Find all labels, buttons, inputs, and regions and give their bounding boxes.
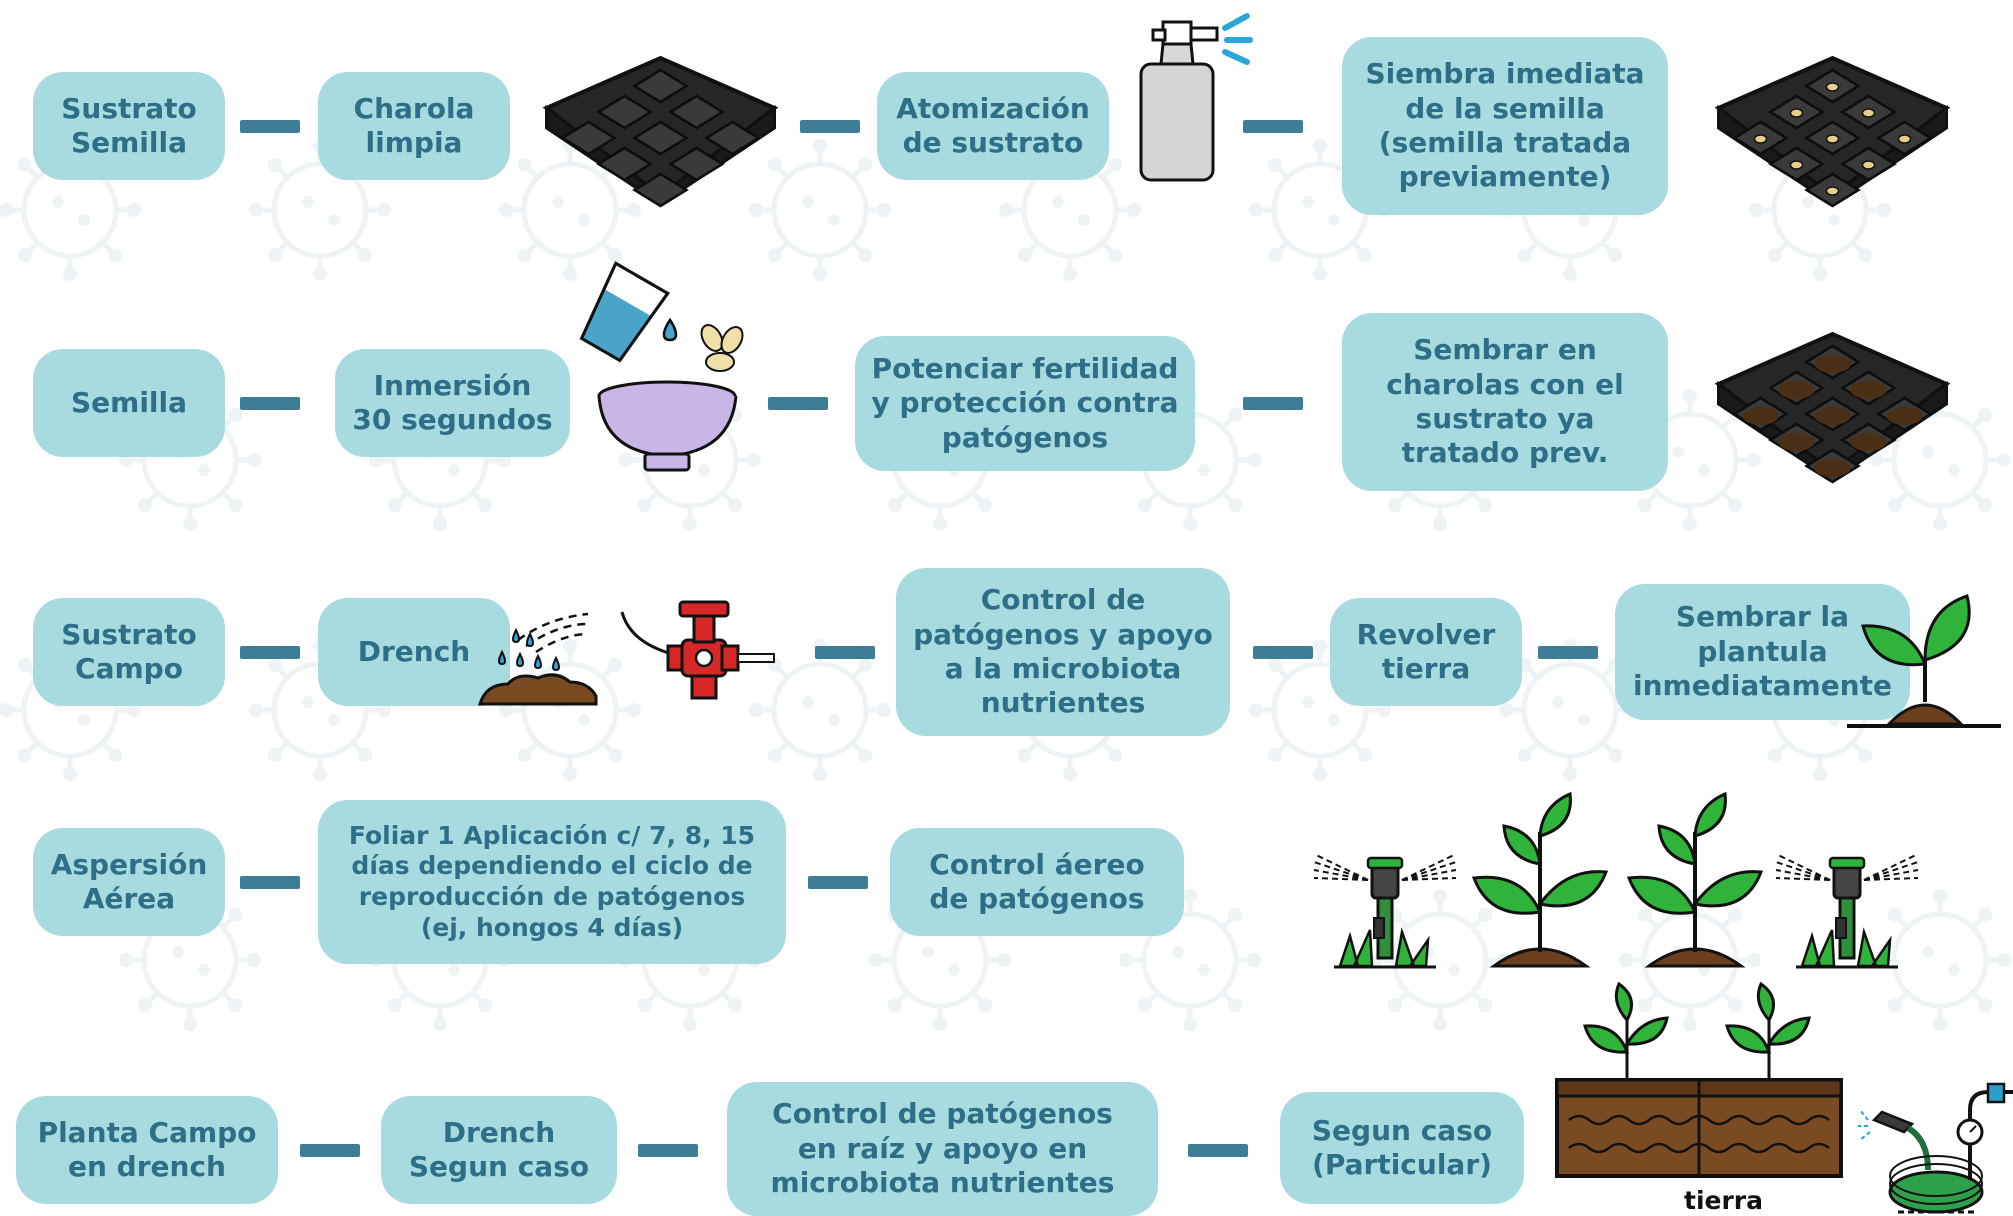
connector (1188, 1144, 1248, 1157)
step-segun-caso-particular: Segun caso (Particular) (1280, 1092, 1524, 1204)
connector (808, 876, 868, 889)
water-valve-icon (620, 600, 775, 700)
step-sustrato-campo: Sustrato Campo (33, 598, 225, 706)
step-foliar-aplicacion: Foliar 1 Aplicación c/ 7, 8, 15 días dep… (318, 800, 786, 964)
seedling-tray-icon (542, 55, 779, 208)
soil-tray-icon (1714, 331, 1951, 484)
step-aspersion-aerea: Aspersión Aérea (33, 828, 225, 936)
connector (240, 120, 300, 133)
step-siembra-imediata: Siembra imediata de la semilla (semilla … (1342, 37, 1668, 215)
step-revolver-tierra: Revolver tierra (1330, 598, 1522, 706)
water-glass-icon (579, 261, 678, 363)
seeded-tray-icon (1714, 55, 1951, 208)
step-control-raiz: Control de patógenos en raíz y apoyo en … (727, 1082, 1158, 1216)
connector (300, 1144, 360, 1157)
connector (240, 876, 300, 889)
step-sembrar-plantula: Sembrar la plantula inmediatamente (1615, 584, 1910, 720)
sprinkler-icon (1313, 853, 1457, 969)
step-semilla: Semilla (33, 349, 225, 457)
spray-bottle-icon (1139, 13, 1253, 182)
step-drench-segun-caso: Drench Segun caso (381, 1096, 617, 1204)
watering-soil-icon (477, 612, 598, 706)
seeds-icon (700, 324, 744, 372)
plant-icon (1471, 791, 1609, 968)
connector (800, 120, 860, 133)
connector (1538, 646, 1598, 659)
connector (638, 1144, 698, 1157)
step-planta-campo-drench: Planta Campo en drench (16, 1096, 278, 1204)
step-potenciar-fertilidad: Potenciar fertilidad y protección contra… (855, 336, 1195, 471)
plant-icon (1626, 791, 1764, 968)
sprinkler-icon (1775, 853, 1919, 969)
connector (1243, 120, 1303, 133)
connector (768, 397, 828, 410)
step-charola-limpia: Charola limpia (318, 72, 510, 180)
connector (1253, 646, 1313, 659)
connector (240, 646, 300, 659)
soil-caption: tierra (1684, 1186, 1764, 1215)
step-control-patogenos-microbiota: Control de patógenos y apoyo a la microb… (896, 568, 1230, 736)
soil-bed-icon (1555, 981, 1843, 1178)
step-inmersion: Inmersión 30 segundos (335, 349, 570, 457)
step-atomizacion: Atomización de sustrato (877, 72, 1109, 180)
step-drench: Drench (318, 598, 510, 706)
bowl-icon (597, 380, 738, 472)
connector (1243, 397, 1303, 410)
sprout-icon (1847, 594, 2001, 728)
hose-faucet-icon (1858, 1082, 2013, 1214)
connector (240, 397, 300, 410)
step-control-aereo: Control áereo de patógenos (890, 828, 1184, 936)
connector (815, 646, 875, 659)
step-sustrato-semilla: Sustrato Semilla (33, 72, 225, 180)
step-sembrar-charolas: Sembrar en charolas con el sustrato ya t… (1342, 313, 1668, 491)
